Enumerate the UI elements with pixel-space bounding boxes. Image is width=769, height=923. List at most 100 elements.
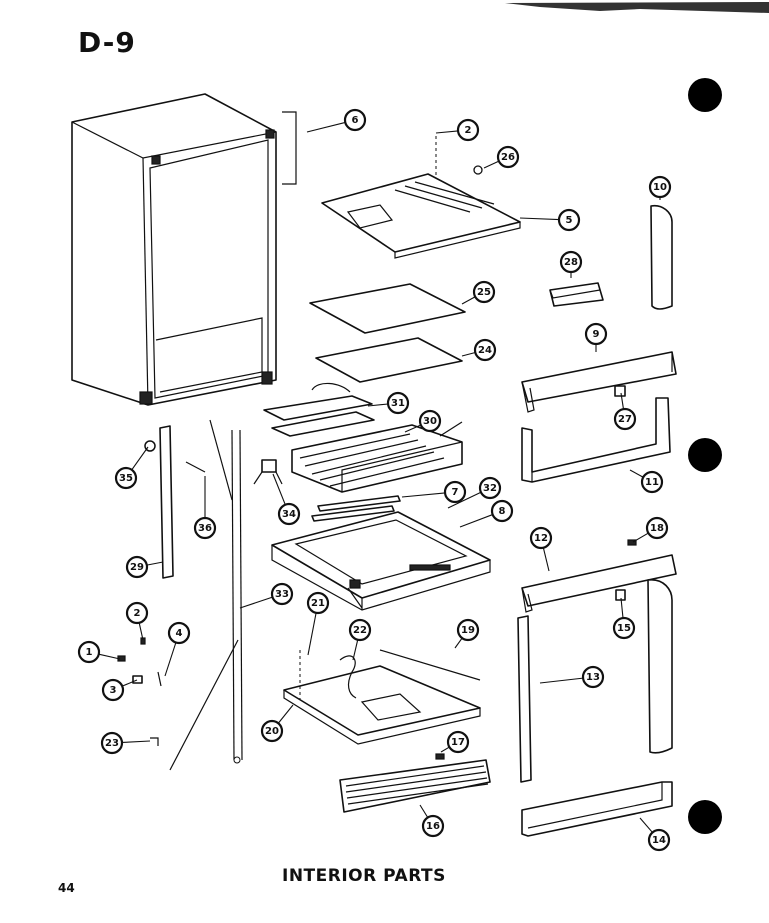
callout-label: 24 — [478, 345, 492, 356]
callout-circle — [456, 618, 480, 642]
callout-circle — [277, 502, 301, 526]
door-shelf-lower — [521, 781, 673, 837]
callout-circle — [581, 665, 605, 689]
callout-label: 28 — [564, 257, 578, 268]
callout-27: 27 — [613, 392, 637, 431]
callout-leader — [483, 160, 500, 169]
callout-label: 29 — [130, 562, 144, 573]
callout-leader — [539, 677, 584, 684]
callout-5: 5 — [519, 208, 581, 232]
callout-1: 1 — [77, 640, 121, 664]
callout-leader — [138, 622, 144, 641]
callout-leader — [277, 704, 294, 724]
callout-24: 24 — [461, 338, 497, 362]
callout-11: 11 — [629, 469, 664, 494]
callout-label: 3 — [110, 685, 117, 696]
callout-circle — [446, 730, 470, 754]
callout-21: 21 — [306, 591, 330, 656]
callout-7: 7 — [401, 480, 467, 504]
callout-circle — [167, 621, 191, 645]
callout-circle — [270, 582, 294, 606]
evaporator-assembly — [263, 382, 463, 493]
callout-circle — [612, 616, 636, 640]
callout-leader — [461, 351, 476, 357]
callout-36: 36 — [193, 476, 217, 540]
callout-31: 31 — [367, 391, 410, 415]
callout-leader — [131, 446, 149, 471]
callout-26: 26 — [483, 145, 520, 169]
callout-label: 22 — [353, 625, 367, 636]
callout-label: 20 — [265, 726, 279, 737]
callout-9: 9 — [584, 322, 608, 352]
small-tray — [549, 282, 604, 307]
callout-label: 15 — [617, 623, 631, 634]
callout-35: 35 — [114, 446, 149, 490]
callout-circle — [613, 407, 637, 431]
callout-leader — [620, 392, 625, 410]
callout-leader — [519, 217, 560, 221]
callout-leader — [620, 597, 624, 619]
callout-label: 8 — [499, 506, 506, 517]
callout-label: 16 — [426, 821, 440, 832]
callout-label: 5 — [566, 215, 573, 226]
callout-circle — [386, 391, 410, 415]
door-trim — [650, 204, 673, 310]
callout-leader — [401, 492, 446, 498]
front-grille — [339, 753, 491, 813]
callout-circle — [125, 555, 149, 579]
side-rails — [144, 419, 243, 771]
callout-label: 31 — [391, 398, 405, 409]
callout-label: 21 — [311, 598, 325, 609]
top-shelf — [321, 136, 521, 259]
callout-circle — [306, 591, 330, 615]
callout-leader — [122, 679, 138, 687]
callout-leader — [440, 746, 450, 753]
callout-16: 16 — [419, 804, 445, 838]
binder-hole-middle — [688, 438, 722, 472]
callout-circle — [472, 280, 496, 304]
callout-leader — [629, 469, 644, 478]
cabinet-shell — [71, 93, 297, 406]
callout-label: 25 — [477, 287, 491, 298]
callout-label: 26 — [501, 152, 515, 163]
door-bin — [521, 397, 671, 483]
callout-leader — [272, 473, 286, 505]
callout-12: 12 — [529, 526, 553, 572]
callout-leader — [367, 403, 389, 407]
door-shelf-upper — [521, 351, 677, 413]
callout-leader — [404, 424, 422, 433]
callout-30: 30 — [404, 409, 442, 433]
callout-circle — [478, 476, 502, 500]
callout-25: 25 — [461, 280, 496, 305]
page-number: 44 — [58, 881, 75, 895]
callout-leader — [542, 547, 550, 572]
callout-20: 20 — [260, 704, 294, 743]
callout-circle — [559, 250, 583, 274]
callout-circle — [584, 322, 608, 346]
callout-14: 14 — [639, 817, 671, 852]
callout-28: 28 — [559, 250, 583, 278]
callout-circle — [529, 526, 553, 550]
callout-label: 9 — [593, 329, 600, 340]
callout-4: 4 — [164, 621, 191, 677]
callout-22: 22 — [348, 618, 372, 661]
callout-label: 6 — [352, 115, 359, 126]
callout-circle — [260, 719, 284, 743]
callout-leader — [307, 612, 317, 656]
callout-label: 35 — [119, 473, 133, 484]
callout-circle — [193, 516, 217, 540]
callout-circle — [490, 499, 514, 523]
callout-leader — [419, 804, 429, 818]
callout-label: 2 — [134, 608, 141, 619]
callout-13: 13 — [539, 665, 605, 689]
callout-circle — [647, 828, 671, 852]
hardware-parts — [117, 637, 162, 746]
callout-label: 2 — [465, 125, 472, 136]
callout-circle — [456, 118, 480, 142]
callout-circle — [557, 208, 581, 232]
scan-artifacts — [505, 2, 769, 834]
binder-hole-bottom — [688, 800, 722, 834]
callout-8: 8 — [459, 499, 514, 528]
